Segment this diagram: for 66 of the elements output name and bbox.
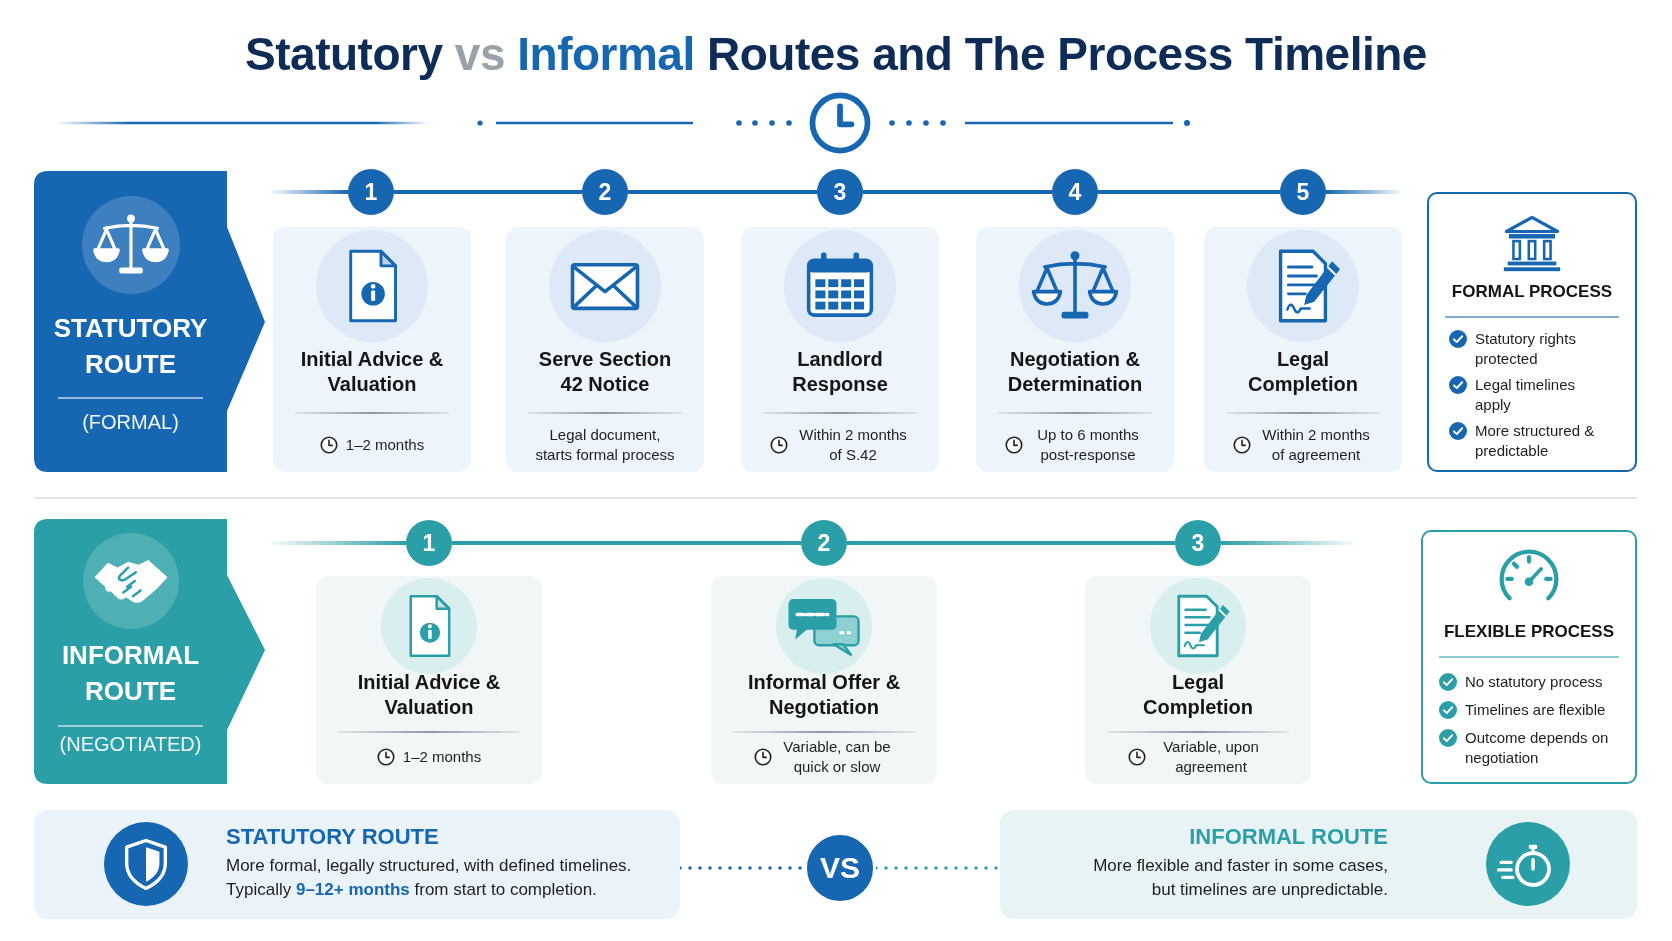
route-subtitle: (NEGOTIATED)	[58, 732, 203, 756]
timeline-line	[272, 541, 406, 545]
route-subtitle: (FORMAL)	[81, 410, 180, 434]
step-number: 1	[348, 169, 394, 215]
duration-text: Up to 6 months post-response	[1036, 425, 1140, 465]
route-title: STATUTORY ROUTE	[52, 312, 209, 381]
timeline-line	[847, 541, 1175, 545]
timeline-line	[863, 190, 1052, 194]
route-panel	[34, 171, 265, 472]
timeline-line	[452, 541, 801, 545]
step-card	[273, 227, 471, 472]
panel-heading: FLEXIBLE PROCESS	[1443, 621, 1615, 643]
step-title: Initial Advice & Valuation	[299, 347, 445, 397]
step-card	[741, 227, 939, 472]
checklist-item: Timelines are flexible	[1465, 700, 1607, 720]
step-title: Landlord Response	[791, 347, 889, 397]
step-title: Negotiation & Determination	[1006, 347, 1144, 397]
checklist-item: Statutory rights protected	[1475, 329, 1577, 369]
checklist-item: No statutory process	[1465, 672, 1604, 692]
timeline-line	[1221, 541, 1353, 545]
checklist-item: Legal timelines apply	[1475, 375, 1577, 415]
summary-heading: STATUTORY ROUTE	[226, 824, 440, 850]
timeline-line	[628, 190, 817, 194]
step-number: 4	[1052, 169, 1098, 215]
step-number: 3	[817, 169, 863, 215]
summary-panel	[34, 810, 680, 919]
step-title: Initial Advice & Valuation	[356, 670, 502, 720]
step-card	[316, 576, 542, 784]
step-number: 1	[406, 520, 452, 566]
duration-text: Within 2 months of S.42	[798, 425, 908, 465]
process-panel	[1421, 530, 1637, 784]
duration-text: Within 2 months of agreement	[1261, 425, 1371, 465]
timeline-line	[394, 190, 582, 194]
step-number: 2	[801, 520, 847, 566]
summary-text: More flexible and faster in some cases, but timelines are unpredictable.	[1092, 855, 1388, 901]
step-title: Serve Section 42 Notice	[537, 347, 673, 397]
step-title: Legal Completion	[1142, 670, 1254, 720]
step-card	[976, 227, 1174, 472]
panel-heading: FORMAL PROCESS	[1450, 281, 1614, 303]
duration-text: Variable, upon agreement	[1162, 737, 1260, 777]
step-card	[711, 576, 937, 784]
step-number: 5	[1280, 169, 1326, 215]
duration-text: 1–2 months	[345, 435, 425, 455]
checklist-item: More structured & predictable	[1475, 421, 1596, 461]
step-card	[1085, 576, 1311, 784]
step-title: Legal Completion	[1247, 347, 1359, 397]
step-note: Legal document, starts formal process	[534, 425, 676, 465]
step-card	[506, 227, 704, 472]
timeline-line	[271, 190, 348, 194]
summary-panel	[1000, 810, 1637, 919]
summary-heading: INFORMAL ROUTE	[1188, 824, 1388, 850]
duration-text: 1–2 months	[402, 747, 482, 767]
step-number: 3	[1175, 520, 1221, 566]
duration-text: Variable, can be quick or slow	[782, 737, 892, 777]
route-panel	[34, 519, 265, 784]
summary-text: More formal, legally structured, with defined timelines. Typically 9–12+ months from start to completion.	[226, 855, 633, 901]
timeline-line	[1098, 190, 1280, 194]
route-title: INFORMAL ROUTE	[60, 639, 201, 708]
step-number: 2	[582, 169, 628, 215]
process-panel	[1427, 192, 1637, 472]
step-card	[1204, 227, 1402, 472]
timeline-line	[1326, 190, 1401, 194]
checklist-item: Outcome depends on negotiation	[1465, 728, 1610, 768]
vs-badge: VS	[804, 832, 876, 904]
main-title: Statutory vs Informal Routes and The Process Timeline	[244, 27, 1428, 82]
step-title: Informal Offer & Negotiation	[746, 670, 902, 720]
